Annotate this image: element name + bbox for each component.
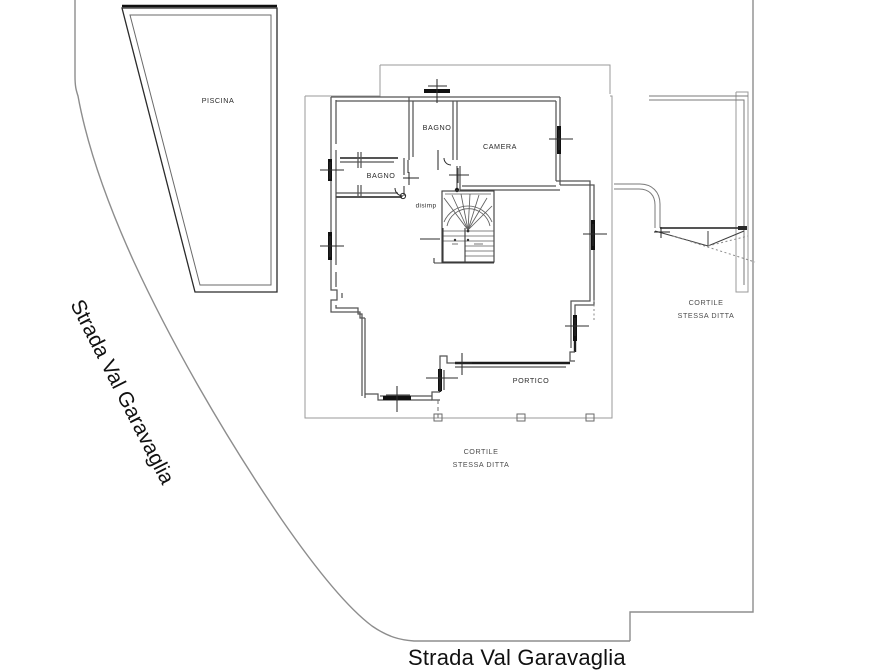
street-label-bottom: Strada Val Garavaglia [408, 645, 626, 670]
window-marker-portico-west [426, 368, 458, 392]
window-marker-left-bagno [320, 159, 344, 181]
opening-marker-portico-north [455, 353, 472, 375]
door-tick-hall-stair [449, 168, 469, 183]
door-tick-corridor [403, 172, 419, 185]
building-walls-outer [330, 96, 595, 401]
window-marker-portico-east [565, 315, 589, 341]
label-cortile-right-2: STESSA DITTA [678, 311, 735, 320]
property-boundary [74, 0, 754, 642]
label-piscina: PISCINA [202, 96, 235, 105]
label-bagno-upper: BAGNO [423, 123, 452, 132]
right-courtyard-area [614, 91, 756, 293]
window-marker-top [424, 79, 450, 103]
window-marker-west-mid [320, 232, 344, 260]
portico-pillars [433, 300, 595, 422]
label-camera: CAMERA [483, 142, 517, 151]
label-portico: PORTICO [513, 376, 549, 385]
building-outer-courtyard-line [304, 64, 613, 419]
label-bagno-left: BAGNO [367, 171, 396, 180]
staircase [433, 190, 495, 264]
label-cortile-right-1: CORTILE [689, 298, 724, 307]
label-cortile-bottom-2: STESSA DITTA [453, 460, 510, 469]
label-cortile-bottom-1: CORTILE [464, 447, 499, 456]
window-marker-east-wing [583, 220, 607, 250]
interior-partitions [336, 97, 560, 198]
window-marker-south-west [383, 386, 411, 412]
swimming-pool [121, 4, 278, 293]
window-markers [320, 79, 607, 412]
label-disimpegno: disimp [416, 203, 437, 210]
window-marker-camera-east [549, 126, 573, 154]
